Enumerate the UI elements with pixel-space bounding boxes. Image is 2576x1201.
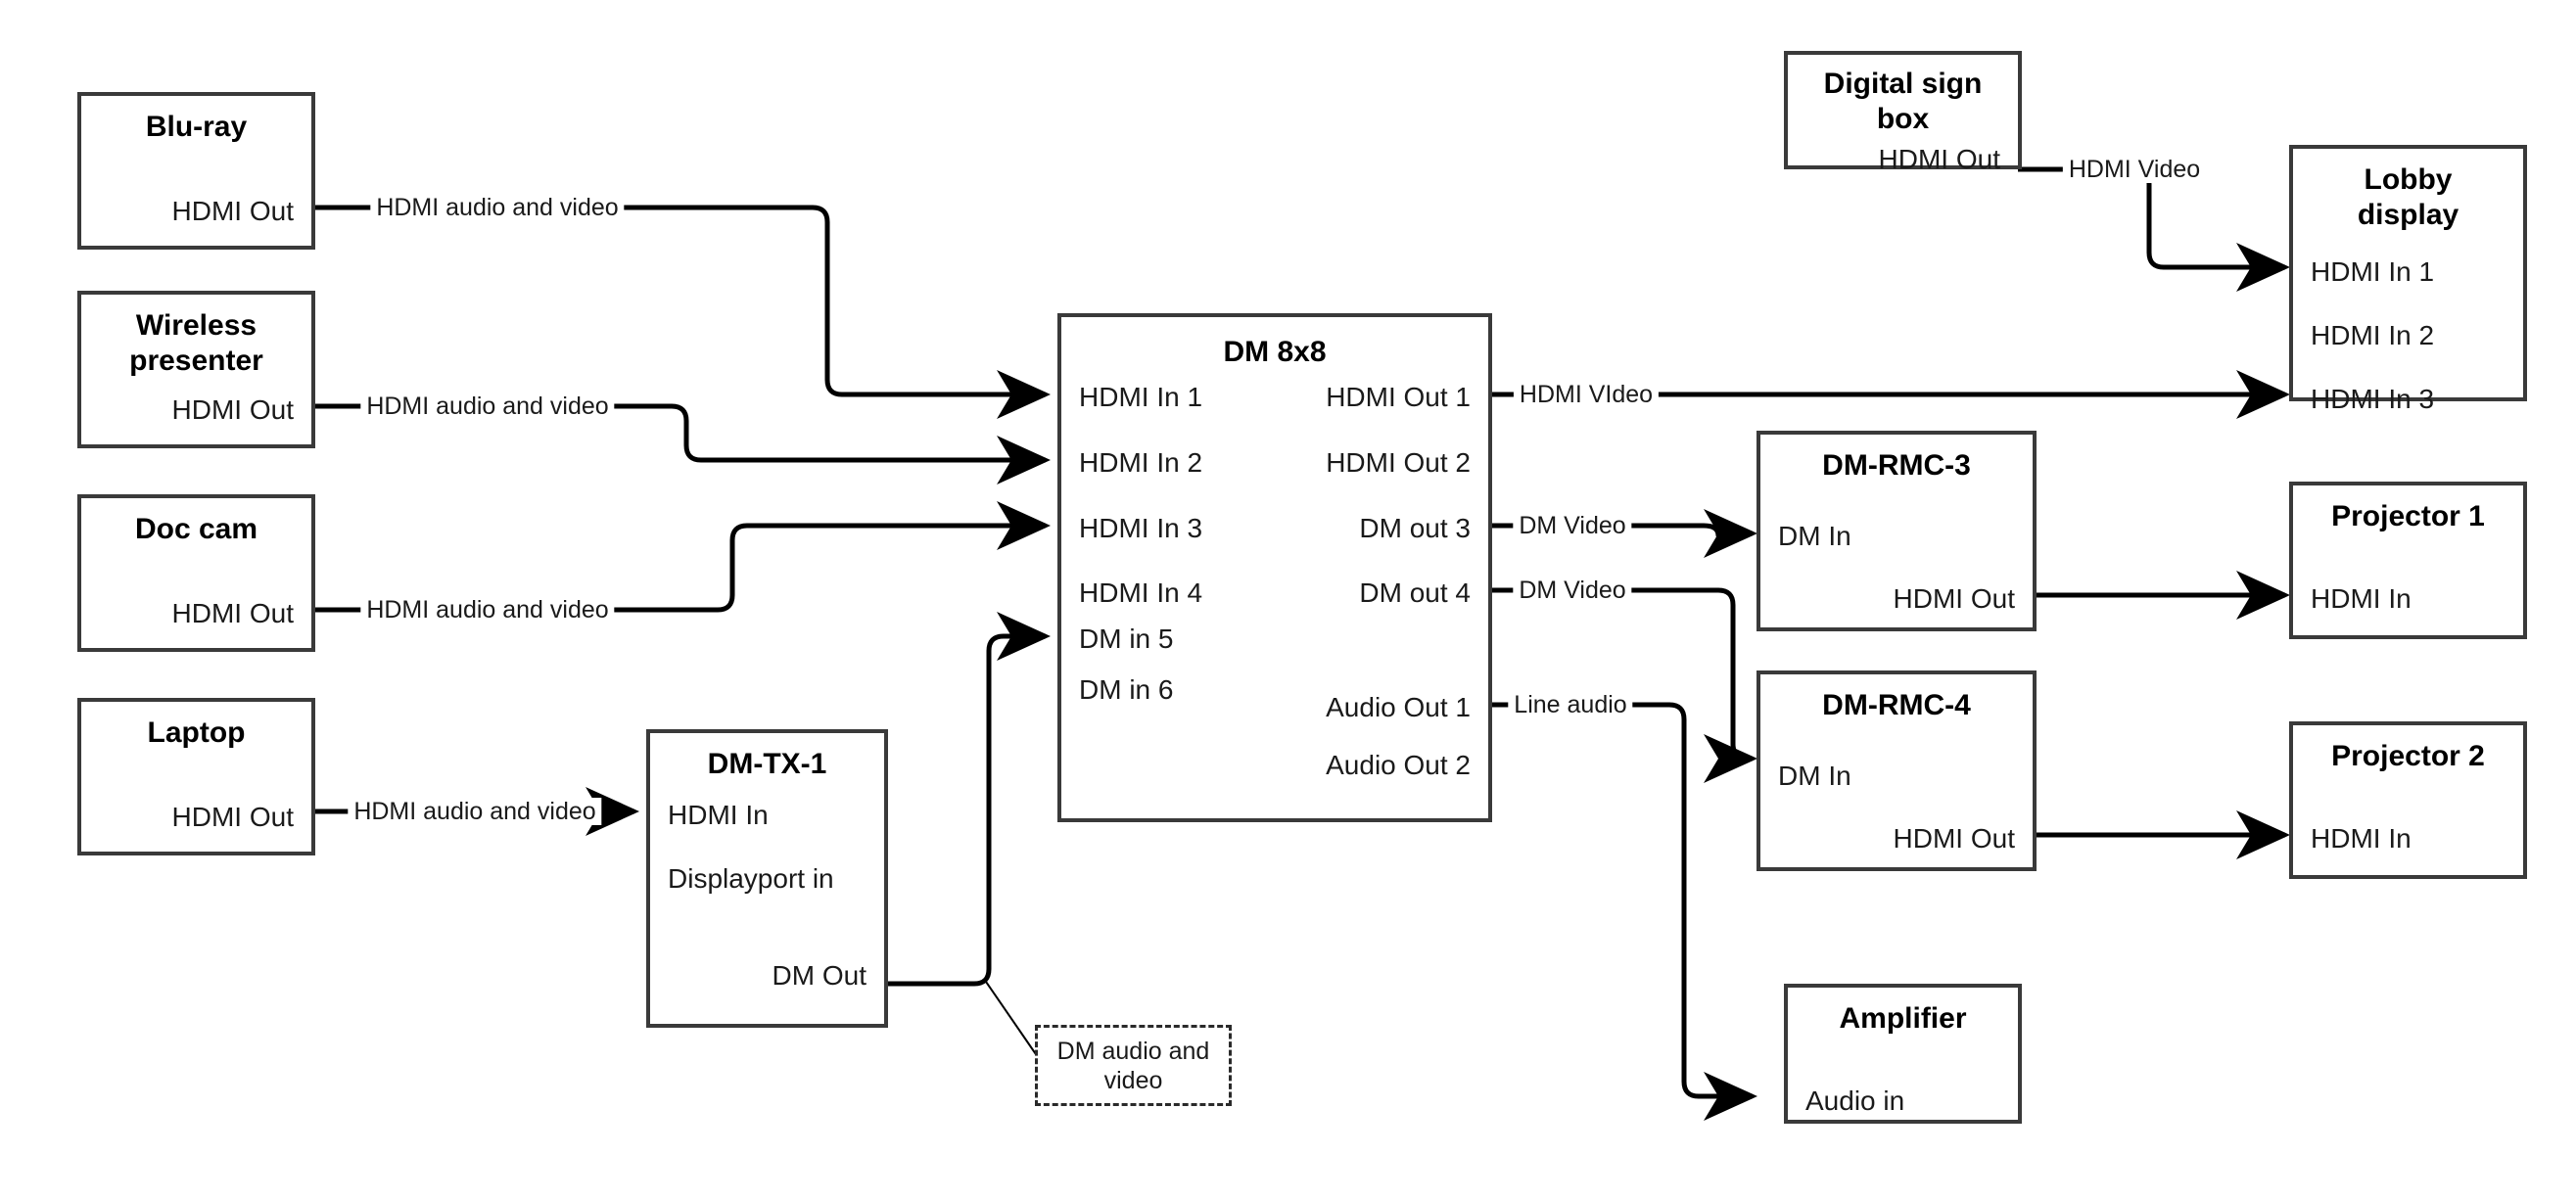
node-doc-cam[interactable]: Doc cam HDMI Out <box>77 494 315 652</box>
node-doc-cam-title: Doc cam <box>134 513 258 545</box>
wire-dm8x8-dmout3-to-rmc3 <box>1492 509 1757 558</box>
node-wireless-presenter-title-line1: Wireless <box>135 309 258 342</box>
node-projector-2[interactable]: Projector 2 HDMI In <box>2289 721 2527 879</box>
node-dm-8x8-input-dm-in-5: DM in 5 <box>1079 624 1174 654</box>
node-wireless-presenter[interactable]: Wireless presenter HDMI Out <box>77 291 315 448</box>
node-projector-2-port-hdmi-in: HDMI In <box>2311 823 2412 854</box>
node-dm-tx-1[interactable]: DM-TX-1 HDMI In Displayport in DM Out <box>646 729 888 1028</box>
edge-label-audioout1-to-amplifier: Line audio <box>1508 691 1633 718</box>
wire-dm8x8-dmout4-to-rmc4 <box>1492 587 1757 783</box>
node-dm-8x8-output-audio-out-1: Audio Out 1 <box>1326 692 1471 722</box>
node-doc-cam-port-hdmi-out: HDMI Out <box>171 598 294 628</box>
edge-label-doccam-to-dm8x8: HDMI audio and video <box>360 596 615 624</box>
node-dm-rmc-4-port-hdmi-out: HDMI Out <box>1893 823 2015 854</box>
node-dm-rmc-4-port-dm-in: DM In <box>1778 761 1851 791</box>
node-dm-8x8-output-dm-out-4: DM out 4 <box>1359 577 1471 608</box>
node-amplifier-port-audio-in: Audio in <box>1805 1086 1905 1116</box>
node-projector-1-title: Projector 1 <box>2331 500 2485 532</box>
node-bluray[interactable]: Blu-ray HDMI Out <box>77 92 315 250</box>
edge-label-dmout3-to-rmc3: DM Video <box>1513 512 1632 539</box>
wire-sign-to-lobby-in1 <box>2018 166 2290 292</box>
node-dm-8x8-output-hdmi-out-1: HDMI Out 1 <box>1326 382 1471 412</box>
node-laptop[interactable]: Laptop HDMI Out <box>77 698 315 855</box>
wire-dm8x8-audioout1-to-amplifier <box>1492 702 1757 1121</box>
node-dm-tx-1-port-hdmi-in: HDMI In <box>668 800 769 830</box>
wire-dmtx1-to-dm8x8-in5 <box>888 612 1051 987</box>
node-projector-1[interactable]: Projector 1 HDMI In <box>2289 482 2527 639</box>
node-dm-8x8-input-hdmi-in-4: HDMI In 4 <box>1079 577 1203 608</box>
node-amplifier-title: Amplifier <box>1839 1002 1967 1035</box>
wire-wireless-to-dm8x8-in2 <box>315 403 1051 485</box>
node-dm-8x8-input-hdmi-in-3: HDMI In 3 <box>1079 513 1203 543</box>
node-dm-tx-1-port-displayport-in: Displayport in <box>668 863 834 894</box>
node-digital-sign-box-title-line2: box <box>1876 103 1930 135</box>
node-dm-rmc-3-title: DM-RMC-3 <box>1822 449 1971 482</box>
node-dm-8x8-output-audio-out-2: Audio Out 2 <box>1326 750 1471 780</box>
node-dm-8x8-title: DM 8x8 <box>1223 336 1327 368</box>
node-lobby-display-input-hdmi-in-2: HDMI In 2 <box>2311 320 2435 350</box>
node-bluray-title: Blu-ray <box>145 111 248 143</box>
node-dm-tx-1-port-dm-out: DM Out <box>772 960 866 991</box>
edge-label-sign-to-lobby: HDMI Video <box>2062 156 2207 183</box>
node-lobby-display[interactable]: Lobby display HDMI In 1 HDMI In 2 HDMI I… <box>2289 145 2527 414</box>
node-laptop-port-hdmi-out: HDMI Out <box>171 802 294 832</box>
node-digital-sign-box-title-line1: Digital sign <box>1823 68 1983 100</box>
node-laptop-title: Laptop <box>147 716 246 749</box>
node-dm-rmc-3-port-hdmi-out: HDMI Out <box>1893 583 2015 614</box>
node-dm-8x8-output-hdmi-out-2: HDMI Out 2 <box>1326 447 1471 478</box>
node-lobby-display-input-hdmi-in-1: HDMI In 1 <box>2311 256 2435 287</box>
node-lobby-display-input-hdmi-in-3: HDMI In 3 <box>2311 384 2435 414</box>
node-bluray-port-hdmi-out: HDMI Out <box>171 196 294 226</box>
node-dm-rmc-3[interactable]: DM-RMC-3 DM In HDMI Out <box>1756 431 2037 631</box>
callout-dm-audio-and-video: DM audio and video <box>1035 1025 1232 1106</box>
node-lobby-display-title-line1: Lobby <box>2364 163 2453 196</box>
node-dm-rmc-3-port-dm-in: DM In <box>1778 521 1851 551</box>
node-wireless-presenter-port-hdmi-out: HDMI Out <box>171 394 294 425</box>
node-dm-rmc-4[interactable]: DM-RMC-4 DM In HDMI Out <box>1756 670 2037 871</box>
node-dm-8x8-input-dm-in-6: DM in 6 <box>1079 674 1174 705</box>
node-amplifier[interactable]: Amplifier Audio in <box>1784 984 2022 1124</box>
edge-label-dmout4-to-rmc4: DM Video <box>1513 577 1632 604</box>
node-dm-rmc-4-title: DM-RMC-4 <box>1822 689 1971 721</box>
node-dm-8x8[interactable]: DM 8x8 HDMI In 1 HDMI In 2 HDMI In 3 HDM… <box>1057 313 1492 822</box>
edge-label-bluray-to-dm8x8: HDMI audio and video <box>370 194 625 221</box>
node-digital-sign-box[interactable]: Digital sign box HDMI Out <box>1784 51 2022 174</box>
node-lobby-display-title-line2: display <box>2357 199 2459 231</box>
wire-doccam-to-dm8x8-in3 <box>315 501 1051 613</box>
node-dm-tx-1-title: DM-TX-1 <box>707 748 827 780</box>
edge-label-hdmiout1-to-lobby: HDMI VIdeo <box>1513 381 1660 408</box>
edge-label-wireless-to-dm8x8: HDMI audio and video <box>360 393 615 420</box>
node-dm-8x8-output-dm-out-3: DM out 3 <box>1359 513 1471 543</box>
node-projector-1-port-hdmi-in: HDMI In <box>2311 583 2412 614</box>
node-projector-2-title: Projector 2 <box>2331 740 2485 772</box>
node-digital-sign-box-port-hdmi-out: HDMI Out <box>1878 144 2000 174</box>
callout-leader-line <box>983 978 1039 1058</box>
node-dm-8x8-input-hdmi-in-1: HDMI In 1 <box>1079 382 1203 412</box>
wire-bluray-to-dm8x8-in1 <box>315 205 1051 419</box>
node-wireless-presenter-title-line2: presenter <box>129 345 263 377</box>
node-dm-8x8-input-hdmi-in-2: HDMI In 2 <box>1079 447 1203 478</box>
edge-label-laptop-to-dmtx1: HDMI audio and video <box>348 798 602 825</box>
